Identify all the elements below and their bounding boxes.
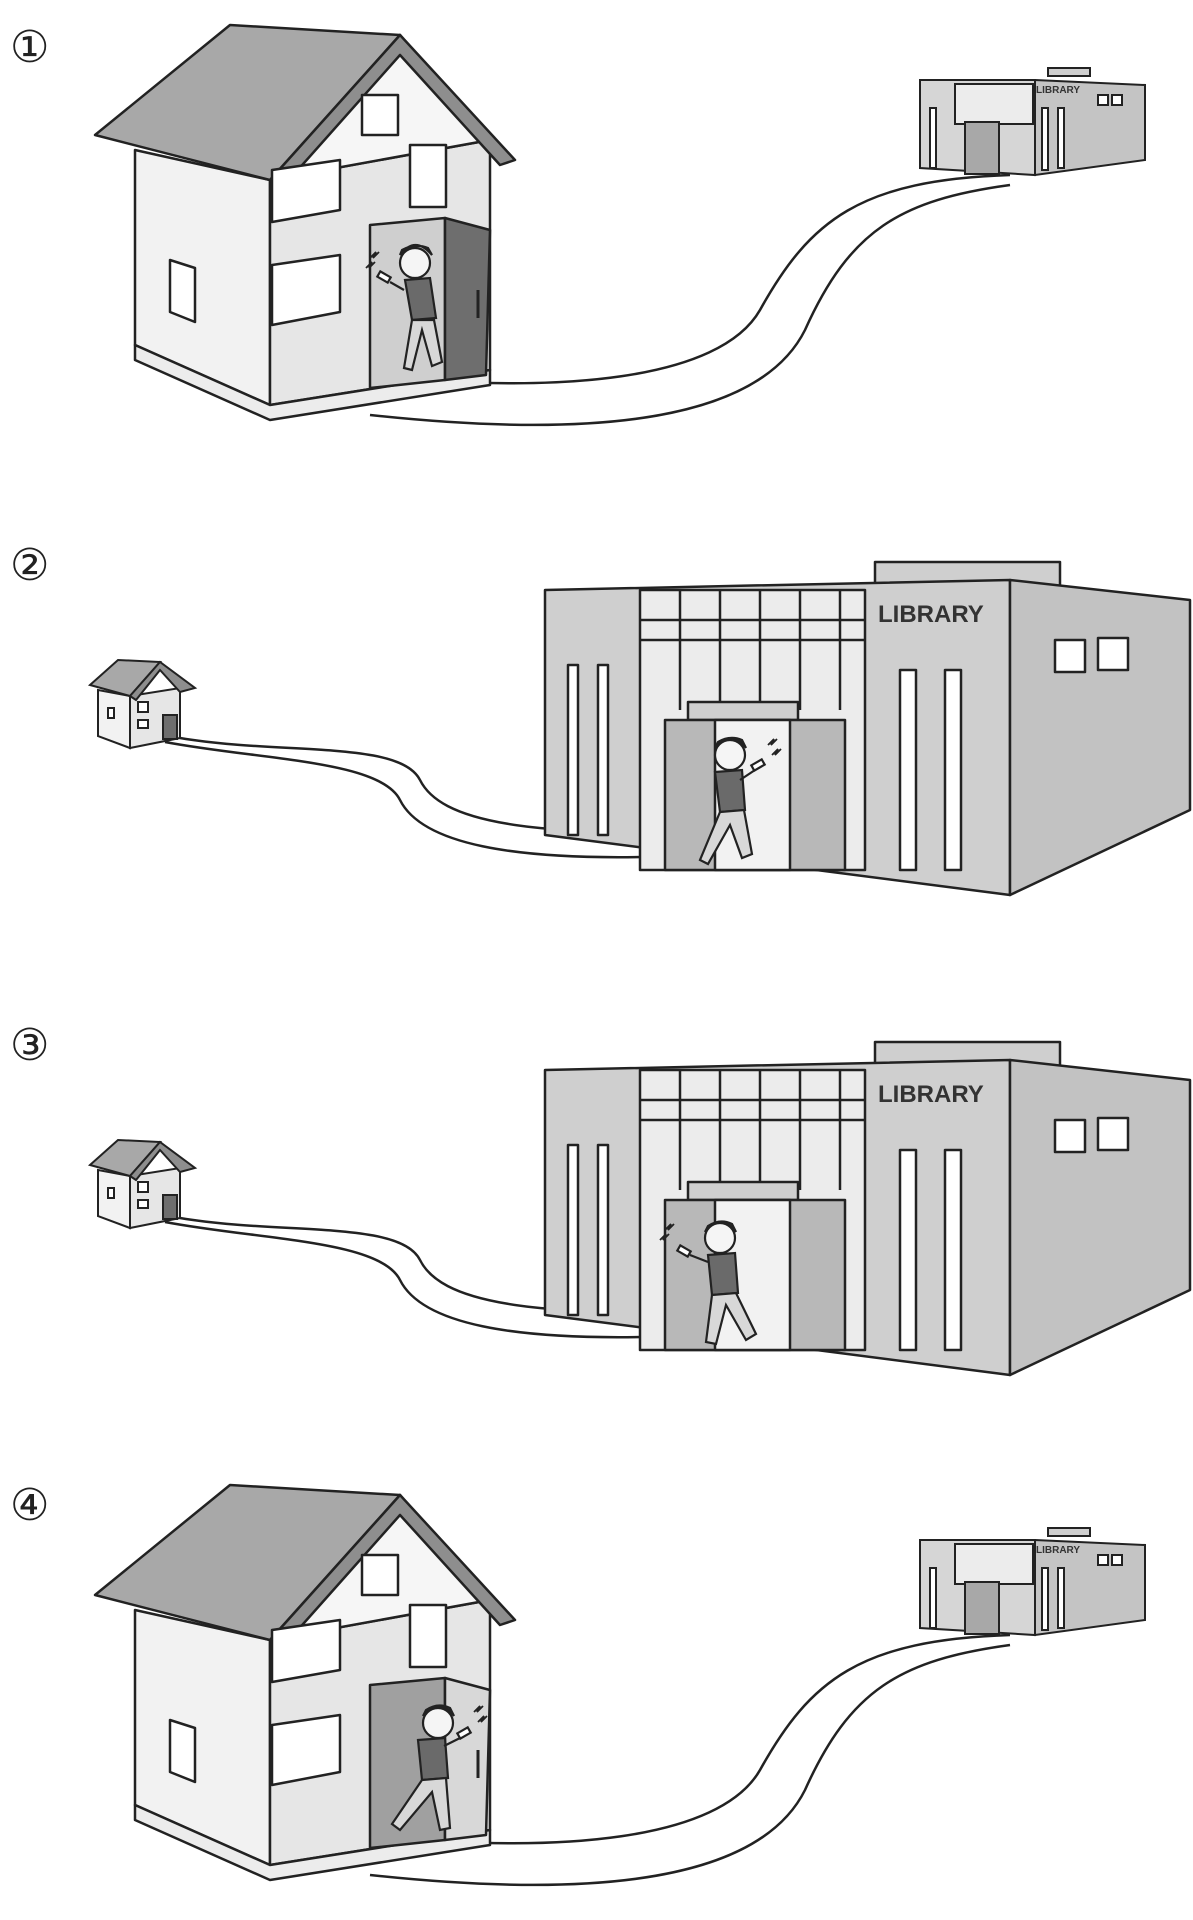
person: [365, 243, 444, 372]
panel-3-number: ③: [10, 1020, 49, 1071]
library-sign: LIBRARY: [878, 1081, 984, 1108]
library-sign: LIBRARY: [1036, 85, 1080, 96]
panel-4: ④: [0, 1440, 1193, 1920]
panel-1-scene: ①: [10, 22, 1146, 427]
library-small: LIBRARY: [919, 1527, 1146, 1637]
house-small: [87, 658, 198, 750]
library-small: LIBRARY: [919, 67, 1146, 177]
house-large: [93, 23, 517, 422]
panel-3: ③: [0, 960, 1193, 1440]
road: [369, 173, 1011, 427]
library-large: LIBRARY: [543, 560, 1192, 897]
house-small: [87, 1138, 198, 1230]
panel-2-number: ②: [10, 540, 49, 591]
panel-2-scene: ②: [10, 540, 1192, 897]
library-large: LIBRARY: [543, 1040, 1192, 1377]
house-large: [93, 1483, 517, 1882]
road: [369, 1633, 1011, 1887]
person: [698, 736, 782, 866]
library-sign: LIBRARY: [878, 601, 984, 628]
panel-4-scene: ④: [10, 1480, 1146, 1887]
person: [390, 1704, 488, 1832]
panel-1: ①: [0, 0, 1193, 480]
panel-2: ②: [0, 480, 1193, 960]
panel-3-scene: ③: [10, 1020, 1192, 1377]
library-sign: LIBRARY: [1036, 1545, 1080, 1556]
panel-1-number: ①: [10, 22, 49, 73]
person: [659, 1220, 758, 1346]
panel-4-number: ④: [10, 1480, 49, 1531]
